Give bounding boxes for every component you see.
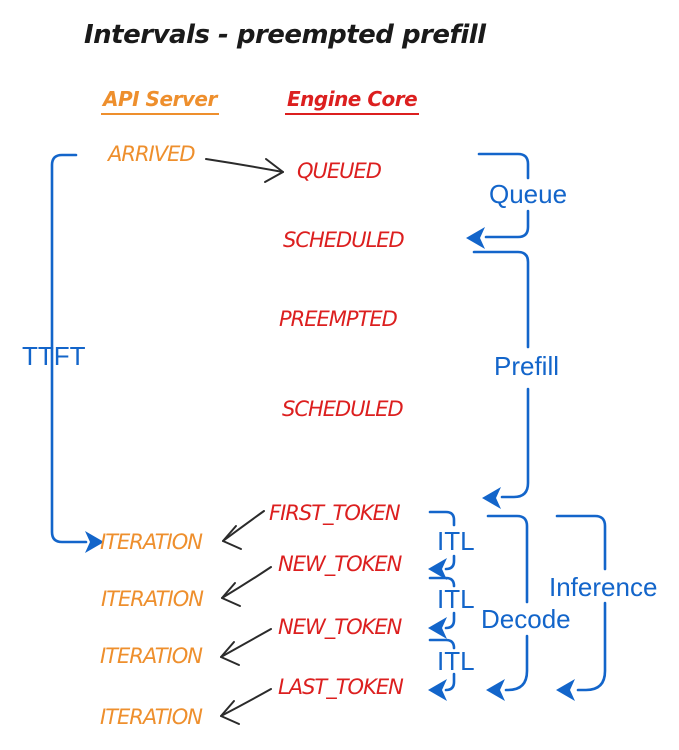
arrow-first-token-to-iteration: [222, 510, 265, 550]
interval-label-itl-1: ITL: [437, 526, 475, 556]
event-scheduled-2: SCHEDULED: [282, 397, 404, 421]
arrow-arrived-to-queued: [205, 158, 284, 183]
inference-arrowhead: [556, 679, 575, 701]
event-iteration-3: ITERATION: [100, 644, 203, 668]
event-iteration-1: ITERATION: [100, 530, 203, 554]
interval-label-itl-2: ITL: [437, 584, 475, 614]
event-last-token: LAST_TOKEN: [278, 675, 404, 699]
interval-label-ttft: TTFT: [22, 341, 86, 371]
event-arrived: ARRIVED: [108, 142, 196, 166]
arrow-new-token-2-to-iteration: [220, 628, 272, 666]
interval-label-itl-3: ITL: [437, 646, 475, 676]
decode-arrowhead: [486, 679, 505, 701]
event-queued: QUEUED: [297, 159, 382, 183]
interval-label-prefill: Prefill: [494, 351, 560, 381]
event-preempted: PREEMPTED: [279, 307, 398, 331]
api-server-column-header: API Server: [101, 87, 219, 115]
page-title: Intervals - preempted prefill: [84, 20, 486, 50]
engine-core-column-header: Engine Core: [285, 87, 420, 115]
itl-arrowhead-1: [428, 558, 447, 580]
event-scheduled-1: SCHEDULED: [283, 228, 405, 252]
itl-arrowhead-3: [428, 679, 447, 701]
arrow-new-token-1-to-iteration: [221, 566, 272, 607]
itl-arrowhead-2: [428, 617, 447, 639]
event-first-token: FIRST_TOKEN: [269, 501, 401, 525]
interval-label-inference: Inference: [549, 572, 658, 602]
queue-arrowhead: [466, 227, 485, 249]
prefill-arrowhead: [482, 487, 501, 509]
event-new-token-2: NEW_TOKEN: [278, 615, 402, 639]
interval-label-decode: Decode: [481, 604, 571, 634]
arrow-last-token-to-iteration: [220, 688, 272, 725]
event-iteration-2: ITERATION: [101, 587, 204, 611]
event-new-token-1: NEW_TOKEN: [278, 552, 402, 576]
interval-label-queue: Queue: [489, 179, 568, 209]
event-iteration-4: ITERATION: [100, 705, 203, 729]
